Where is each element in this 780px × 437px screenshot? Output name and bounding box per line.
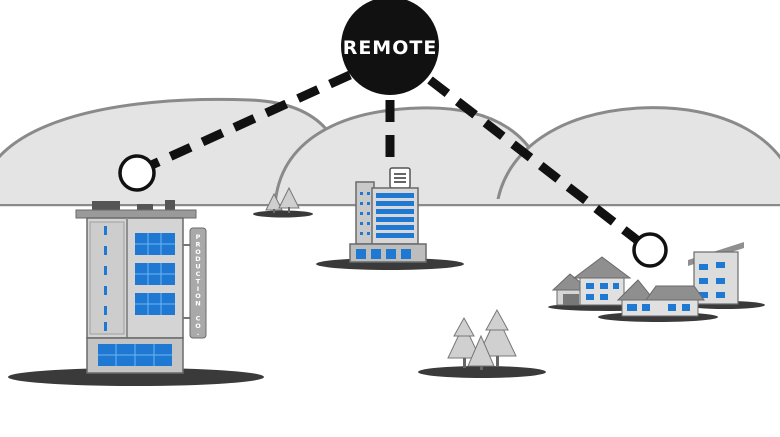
sign-letter: O <box>195 248 201 256</box>
node-homes <box>632 232 668 268</box>
sign-letter: T <box>196 277 201 285</box>
house-front <box>616 279 705 317</box>
tree-shadow-far <box>253 210 313 218</box>
roof-unit <box>92 201 120 210</box>
hill-right <box>495 106 780 207</box>
background-hills <box>0 97 780 207</box>
connection-links <box>143 70 640 244</box>
houses <box>548 242 765 322</box>
sign-letter: C <box>196 314 201 322</box>
link-to-homes <box>427 76 640 244</box>
production-small-windows <box>104 226 107 331</box>
sign-letter: U <box>195 263 200 271</box>
sign-letter: . <box>197 329 199 337</box>
house-tall <box>688 242 744 305</box>
sign-letter: P <box>196 233 201 241</box>
hub-label: REMOTE <box>343 37 438 59</box>
link-to-production <box>143 70 352 173</box>
tree-shadow-near <box>418 366 546 378</box>
sign-board <box>189 227 207 339</box>
sign-letter: C <box>196 270 201 278</box>
sign-letter: D <box>195 255 201 263</box>
tower-windows <box>360 192 414 238</box>
tree-group-near <box>418 308 546 378</box>
node-production <box>118 154 156 192</box>
house-left <box>551 256 632 306</box>
remote-hub: REMOTE <box>341 0 439 95</box>
roof-unit <box>165 200 175 210</box>
roof-slab <box>75 209 197 219</box>
tree-group-far <box>253 186 313 218</box>
sign-letter: N <box>195 300 200 308</box>
production-window-grids <box>135 233 175 315</box>
hub-circle <box>341 0 439 95</box>
sign-letter: I <box>197 285 199 293</box>
sign-letter: R <box>195 240 200 248</box>
sign-letter: O <box>195 322 201 330</box>
roof-unit <box>137 204 153 210</box>
production-shadow <box>8 368 264 386</box>
office-tower <box>316 167 464 270</box>
sign-letter: O <box>195 292 201 300</box>
